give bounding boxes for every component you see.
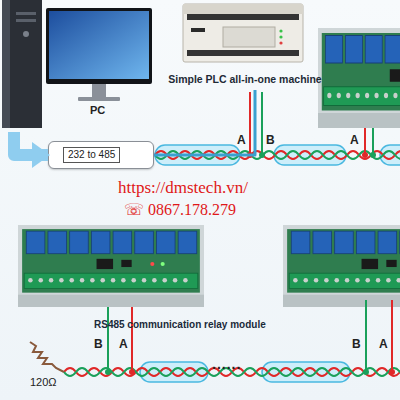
led — [279, 35, 282, 38]
continuation-dots: ...... — [212, 356, 241, 373]
monitor-screen — [49, 11, 149, 79]
drive-slot — [16, 19, 36, 22]
junction-dot — [362, 152, 368, 158]
converter-box: 232 to 485 — [48, 141, 154, 169]
monitor-stand — [92, 84, 106, 98]
monitor-base — [78, 97, 120, 101]
pc-tower-side — [2, 0, 10, 128]
relay-module — [318, 28, 400, 128]
rs485-bus — [154, 90, 255, 155]
watermark: ☏ 0867.178.279 — [124, 200, 236, 219]
converter-label: 232 to 485 — [63, 147, 120, 163]
junction-dot — [247, 152, 253, 158]
resistor-symbol — [30, 342, 64, 372]
junction-dot — [105, 369, 111, 375]
led — [279, 41, 282, 44]
cable-sheath — [155, 145, 400, 165]
signal-name: B — [94, 337, 103, 351]
junction-dot — [129, 369, 135, 375]
plc-terminals — [187, 50, 299, 56]
plc-illustration — [165, 0, 325, 70]
relay-module — [283, 225, 400, 307]
wire-b — [107, 298, 109, 372]
power-button — [23, 31, 29, 37]
signal-name: B — [352, 337, 361, 351]
signal-name: A — [350, 133, 359, 147]
wire-b — [261, 92, 263, 155]
wire-a — [364, 128, 366, 155]
wire-b — [155, 151, 400, 159]
wire-a — [131, 298, 133, 372]
signal-name: A — [379, 337, 388, 351]
plc-panel — [223, 27, 275, 47]
wire-b — [372, 128, 374, 155]
plc-body — [183, 4, 303, 62]
device-label: RS485 communication relay module — [94, 319, 266, 331]
led — [279, 29, 282, 32]
plc-top — [183, 4, 303, 14]
monitor-frame — [46, 8, 152, 84]
junction-dot — [389, 369, 395, 375]
signal-name: B — [266, 133, 275, 147]
watermark: https://dmstech.vn/ — [118, 178, 248, 198]
device-label: Simple PLC all-in-one machine — [165, 73, 325, 86]
pc-tower — [2, 0, 42, 128]
relay-module-illustration — [12, 222, 292, 334]
pc-illustration — [0, 0, 155, 132]
junction-dot — [370, 152, 376, 158]
wire-a — [391, 300, 393, 372]
signal-name: A — [237, 133, 246, 147]
wire-a — [155, 151, 400, 159]
relay-module — [18, 225, 204, 307]
signal-name: A — [119, 337, 128, 351]
junction-dot — [259, 152, 265, 158]
drive-slot — [16, 12, 36, 15]
junction-dot — [363, 369, 369, 375]
resistor-value: 120Ω — [30, 376, 57, 389]
relay-module: RS485 communication relay module — [12, 222, 292, 334]
flow-arrow — [14, 132, 48, 155]
plc-terminals — [187, 14, 299, 20]
device-label: PC — [90, 104, 105, 117]
plc-unit: Simple PLC all-in-one machine — [165, 0, 325, 90]
wire-a — [249, 92, 251, 155]
plc-logo — [191, 28, 205, 32]
pc-unit: PC — [0, 0, 155, 132]
wire-b — [365, 300, 367, 372]
